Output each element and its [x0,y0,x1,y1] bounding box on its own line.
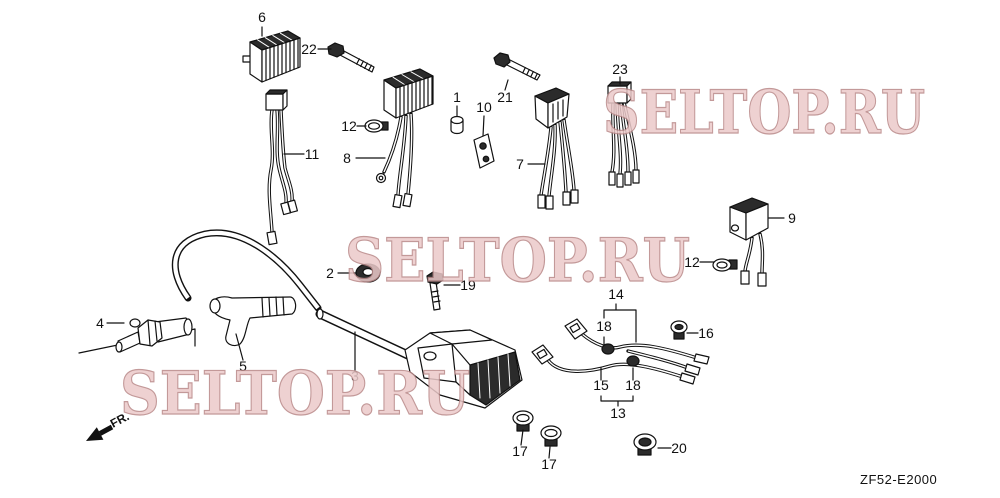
part-17-illustration-a [512,410,534,432]
callout-1: 1 [453,89,461,105]
part-6-illustration [242,30,301,83]
grommet-18-lower [626,355,640,367]
part-11-illustration [265,89,299,246]
part-20-illustration [633,433,657,456]
callout-20: 20 [671,440,687,456]
callout-11: 11 [305,146,320,162]
part-8-illustration [375,68,434,209]
part-17-illustration-b [540,425,562,447]
callout-12-top: 12 [341,118,357,134]
callout-10: 10 [476,99,492,115]
callout-21: 21 [497,89,513,105]
callout-19: 19 [460,277,476,293]
leader-lines [106,26,785,459]
part-5-illustration [209,296,297,347]
callout-12-right: 12 [684,254,700,270]
callout-17-b: 17 [541,456,557,472]
part-7-illustration [534,87,579,210]
grommet-18-upper [601,343,615,355]
watermark-text: SELTOP.RU [345,226,690,296]
part-9-illustration [729,197,769,287]
callout-14: 14 [608,286,624,302]
callout-16: 16 [698,325,714,341]
part-12-clip-right-illustration [712,258,738,272]
watermark-text: SELTOP.RU [603,78,925,148]
callout-17-a: 17 [512,443,528,459]
callout-18-upper: 18 [596,318,612,334]
callout-numbers: 6 22 1 10 21 23 12 11 8 7 9 2 12 19 14 4… [96,9,796,472]
watermark-text: SELTOP.RU [120,359,470,429]
part-19-illustration [426,271,444,311]
part-21-illustration [493,52,541,81]
callout-4: 4 [96,315,104,331]
callout-23: 23 [612,61,628,77]
callout-2: 2 [326,265,334,281]
wire-assembly-illustration [531,318,710,385]
part-4-illustration [78,317,196,354]
diagram-code: ZF52-E2000 [860,472,937,487]
callout-7: 7 [516,156,524,172]
part-10-illustration [473,133,495,169]
part-23-illustration [607,81,640,188]
callout-15: 15 [593,377,609,393]
part-12-clip-illustration [364,119,389,133]
part-2-illustration [355,263,381,283]
callout-9: 9 [788,210,796,226]
part-3-illustration [315,308,523,409]
callout-22: 22 [301,41,317,57]
callout-13: 13 [610,405,626,421]
callout-8: 8 [343,150,351,166]
high-tension-lead-illustration [171,229,322,312]
watermarks: SELTOP.RU SELTOP.RU SELTOP.RU [119,77,925,429]
callout-3: 3 [351,368,359,384]
part-22-illustration [327,42,375,73]
callout-5: 5 [239,358,247,374]
part-16-illustration [670,320,688,340]
part-1-illustration [450,115,464,135]
callout-6: 6 [258,9,266,25]
callout-18-lower: 18 [625,377,641,393]
